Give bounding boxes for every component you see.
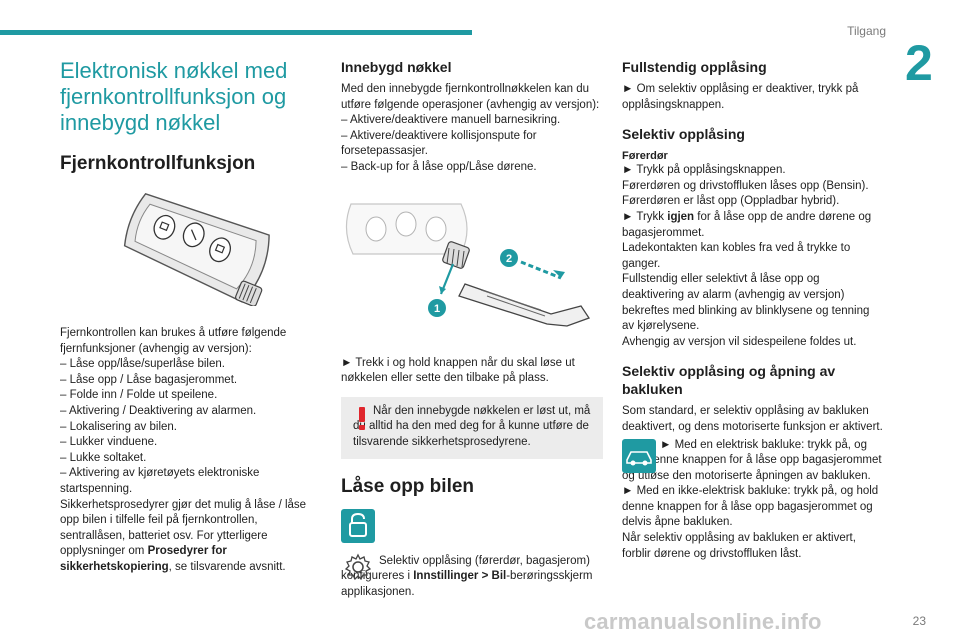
- selective-more-line: Avhengig av versjon vil sidespeilene fol…: [622, 335, 857, 348]
- full-unlock-text: ► Om selektiv opplåsing er deaktiver, tr…: [622, 83, 859, 111]
- column-remote-function: Elektronisk nøkkel med fjernkontrollfunk…: [60, 58, 308, 576]
- paragraph-text: Sikkerhetsprosedyrer gjør det mulig å lå…: [60, 498, 307, 558]
- title-line: Elektronisk nøkkel med: [60, 58, 288, 83]
- press-again-part: for å låse opp de andre dørene og bagasj…: [622, 210, 872, 239]
- settings-text-part: -berøringsskjerm applikasjonen.: [341, 570, 593, 598]
- column-unlocking: Fullstendig opplåsing ► Om selektiv oppl…: [622, 58, 884, 562]
- page-title: Elektronisk nøkkel med fjernkontrollfunk…: [60, 58, 308, 136]
- heading-unlock-vehicle: Låse opp bilen: [341, 475, 475, 497]
- heading-integrated-key: Innebygd nøkkel: [341, 59, 452, 75]
- list-item: – Lokalisering av bilen.: [60, 420, 177, 433]
- callout-1-label: 1: [434, 303, 440, 315]
- selective-more-line: Fullstendig eller selektivt å låse opp o…: [622, 273, 870, 333]
- callout-2-marker: [500, 248, 518, 267]
- tailgate-manual-text: ► Med en ikke-elektrisk bakluke: trykk p…: [622, 485, 879, 529]
- list-item: – Aktivere/deaktivere kollisjonspute for…: [341, 129, 537, 158]
- key-release-icon: 2 1: [345, 202, 590, 327]
- press-again-bold: igjen: [667, 210, 695, 223]
- remote-intro: Fjernkontrollen kan brukes å utføre følg…: [60, 327, 287, 355]
- integrated-key-intro: Med den innebygde fjernkontrollnøkkelen …: [341, 83, 600, 111]
- selective-line: ► Trykk på opplåsingsknappen.: [622, 164, 786, 177]
- list-item: – Back-up for å låse opp/Låse dørene.: [341, 160, 537, 173]
- callout-1-marker: [428, 298, 446, 317]
- page-number: 23: [912, 614, 926, 628]
- unlock-icon: [341, 508, 375, 543]
- gear-icon: [341, 550, 375, 584]
- backup-procedures-paragraph: Sikkerhetsprosedyrer gjør det mulig å lå…: [60, 498, 308, 576]
- watermark: carmanualsonline.info: [584, 609, 822, 634]
- list-item: – Lukke soltaket.: [60, 451, 147, 464]
- remote-function-list: – Låse opp/låse/superlåse bilen. – Låse …: [60, 357, 308, 497]
- warning-exclamation-icon: [359, 406, 365, 430]
- heading-remote-function: Fjernkontrollfunksjon: [60, 153, 256, 174]
- settings-text-part: Selektiv opplåsing (førerdør, bagasjerom…: [341, 554, 590, 583]
- press-again-text: ► Trykk igjen for å låse opp de andre dø…: [622, 210, 884, 241]
- tailgate-electric-text: ► Med en elektrisk bakluke: trykk på, og…: [622, 438, 882, 482]
- paragraph-bold-link: Prosedyrer for sikkerhetskopiering: [60, 545, 227, 573]
- chapter-number: 2: [905, 35, 933, 91]
- settings-menu-path: Innstillinger > Bil: [413, 570, 507, 583]
- tailgate-end-text: Når selektiv opplåsing av bakluken er ak…: [622, 532, 856, 560]
- list-item: – Aktivere/deaktivere manuell barnesikri…: [341, 114, 561, 127]
- tailgate-icon: [622, 438, 656, 473]
- list-item: – Aktivering / Deaktivering av alarmen.: [60, 404, 257, 417]
- tailgate-intro: Som standard, er selektiv opplåsing av b…: [622, 405, 883, 433]
- list-item: – Lukker vinduene.: [60, 436, 158, 449]
- selective-line: Førerdøren og drivstoffluken låses opp (…: [622, 179, 869, 192]
- integrated-key-illustration: 2 1: [341, 184, 603, 344]
- settings-note: Selektiv opplåsing (førerdør, bagasjerom…: [341, 550, 603, 601]
- subheading-driver-door: Førerdør: [622, 150, 668, 163]
- press-again-part: ► Trykk: [622, 210, 668, 223]
- warning-box: Når den innebygde nøkkelen er løst ut, m…: [341, 396, 603, 459]
- heading-selective-unlock: Selektiv opplåsing: [622, 126, 745, 143]
- list-item: – Folde inn / Folde ut speilene.: [60, 389, 218, 402]
- paragraph-text: , se tilsvarende avsnitt.: [168, 560, 286, 573]
- header-accent-bar: [0, 30, 472, 35]
- remote-key-icon: [123, 192, 270, 307]
- warning-text: Når den innebygde nøkkelen er løst ut, m…: [353, 404, 591, 448]
- title-line: fjernkontrollfunksjon og: [60, 84, 287, 109]
- list-item: – Låse opp / Låse bagasjerommet.: [60, 373, 238, 386]
- remote-key-illustration: [60, 186, 308, 307]
- list-item: – Låse opp/låse/superlåse bilen.: [60, 358, 225, 371]
- column-integrated-key: Innebygd nøkkel Med den innebygde fjernk…: [341, 58, 603, 600]
- section-label: Tilgang: [847, 24, 886, 38]
- selective-line: Førerdøren er låst opp (Oppladbar hybrid…: [622, 195, 840, 208]
- tailgate-electric-note: ► Med en elektrisk bakluke: trykk på, og…: [622, 436, 884, 485]
- selective-more-line: Ladekontakten kan kobles fra ved å trykk…: [622, 242, 851, 270]
- title-line: innebygd nøkkel: [60, 110, 221, 135]
- heading-tailgate: Selektiv opplåsing og åpning av bakluken: [622, 363, 836, 398]
- callout-2-label: 2: [506, 253, 512, 265]
- list-item: – Aktivering av kjøretøyets elektroniske…: [60, 467, 260, 495]
- heading-full-unlock: Fullstendig opplåsing: [622, 59, 767, 75]
- settings-text: Selektiv opplåsing (førerdør, bagasjerom…: [341, 550, 603, 601]
- release-key-step: ► Trekk i og hold knappen når du skal lø…: [341, 356, 575, 385]
